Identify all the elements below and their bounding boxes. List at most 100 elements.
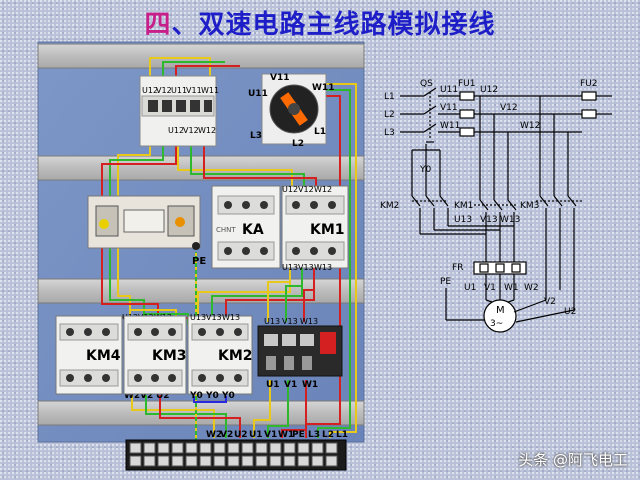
breaker-top-u11: U11: [171, 86, 187, 95]
km4-bottom-w2: W2: [124, 391, 140, 401]
terminal-l2: L2: [322, 430, 334, 440]
km2-top-u13: U13: [190, 313, 206, 322]
breaker-top-v11: V11: [186, 86, 202, 95]
terminal-cell: [129, 455, 142, 467]
km1-top-w12: W12: [314, 185, 332, 194]
sch-u13: U13: [454, 215, 472, 225]
terminal-w1: W1: [278, 430, 294, 440]
breaker-bottom-v12: V12: [183, 126, 199, 135]
terminal-cell: [171, 455, 184, 467]
terminal-cell: [213, 442, 226, 454]
terminal-cell: [325, 455, 338, 467]
terminal-cell: [311, 442, 324, 454]
terminal-block: W2 V2 U2 U1 V1 W1 PE L3 L2 L1: [125, 430, 348, 471]
terminal-pe: PE: [292, 430, 305, 440]
km4-label: KM4: [86, 348, 121, 364]
sch-fu2: FU2: [580, 79, 598, 89]
terminal-cell: [325, 442, 338, 454]
km3-label: KM3: [152, 348, 187, 364]
fr-top-u13: U13: [264, 317, 280, 326]
breaker-top-v12: V12: [156, 86, 172, 95]
terminal-cell: [311, 455, 324, 467]
terminal-v2: V2: [220, 430, 233, 440]
sch-y0: Y0: [419, 165, 431, 175]
terminal-cell: [143, 442, 156, 454]
fr-top-v13: V13: [282, 317, 298, 326]
breaker-bottom-w12: W12: [198, 126, 216, 135]
sch-motor-3: 3~: [490, 319, 503, 329]
km4-bottom-v2: V2: [140, 391, 153, 401]
km2-bottom-y0-2: Y0: [205, 391, 219, 401]
terminal-cell: [157, 455, 170, 467]
contactor-ka: CHNT KA: [211, 185, 281, 269]
terminal-cell: [269, 442, 282, 454]
terminal-u2: U2: [234, 430, 248, 440]
sch-u12: U12: [480, 85, 498, 95]
switch-w11: W11: [312, 83, 334, 93]
ka-label: KA: [242, 222, 264, 238]
sch-v12: V12: [500, 103, 518, 113]
terminal-cell: [199, 442, 212, 454]
km2-top-v13: V13: [206, 313, 222, 322]
km2-top-w13: W13: [222, 313, 240, 322]
schematic-labels: L1 L2 L3 QS FU1 FU2 U11 V11 W11 U12 V12 …: [380, 79, 598, 329]
switch-v11: V11: [270, 73, 290, 83]
terminal-cell: [297, 442, 310, 454]
pe-label: PE: [192, 256, 206, 267]
terminal-cell: [129, 442, 142, 454]
watermark: 头条 @阿飞电工: [518, 451, 628, 469]
din-rail-1: [37, 43, 365, 69]
km1-bottom-u13: U13: [282, 263, 298, 272]
title-text: 、双速电路主线路模拟接线: [171, 10, 496, 40]
terminal-w2: W2: [206, 430, 222, 440]
switch-l2: L2: [292, 139, 304, 149]
breaker-top-u12: U12: [142, 86, 158, 95]
km2-bottom-y0-3: Y0: [221, 391, 235, 401]
terminal-cell: [283, 455, 296, 467]
km4-bottom-u2: U2: [156, 391, 170, 401]
sch-l3: L3: [384, 128, 395, 138]
km1-top-u12: U12: [282, 185, 298, 194]
sch-u1: U1: [464, 283, 476, 293]
terminal-l3: L3: [308, 430, 320, 440]
page-title: 四、双速电路主线路模拟接线: [0, 4, 640, 41]
terminal-cell: [269, 455, 282, 467]
contactor-km3: KM3: [123, 315, 187, 395]
terminal-l1: L1: [336, 430, 348, 440]
sch-v13: V13: [480, 215, 498, 225]
thermal-relay-fr: U13 V13 W13 U1 V1 W1: [257, 317, 343, 390]
km1-label: KM1: [310, 222, 345, 238]
title-number: 四: [144, 10, 172, 40]
terminal-cell: [227, 455, 240, 467]
rotary-switch: V11 U11 W11 L3 L2 L1: [248, 73, 334, 149]
terminal-cell: [297, 455, 310, 467]
circuit-breaker: U12 V12 U11 V11 W11 U12 V12 W12: [139, 75, 219, 147]
terminal-cell: [255, 442, 268, 454]
switch-u11: U11: [248, 89, 268, 99]
sch-w11: W11: [440, 121, 460, 131]
sch-v2: V2: [544, 297, 556, 307]
sch-km2: KM2: [380, 201, 399, 211]
sch-fr: FR: [452, 263, 463, 273]
terminal-cell: [171, 442, 184, 454]
relay-assembly: PE: [87, 195, 206, 267]
km1-top-v12: V12: [298, 185, 314, 194]
terminal-cell: [283, 442, 296, 454]
fr-bottom-v1: V1: [284, 380, 297, 390]
sch-fu1: FU1: [458, 79, 476, 89]
fr-bottom-w1: W1: [302, 380, 318, 390]
fr-bottom-u1: U1: [266, 380, 280, 390]
terminal-cell: [157, 442, 170, 454]
terminal-u1: U1: [249, 430, 263, 440]
terminal-cell: [241, 442, 254, 454]
terminal-cell: [185, 442, 198, 454]
terminal-cell: [185, 455, 198, 467]
breaker-bottom-u12: U12: [168, 126, 184, 135]
terminal-cell: [255, 455, 268, 467]
sch-w13: W13: [500, 215, 520, 225]
sch-l2: L2: [384, 110, 395, 120]
km1-bottom-v13: V13: [298, 263, 314, 272]
terminal-cell: [227, 442, 240, 454]
switch-l1: L1: [314, 127, 326, 137]
km1-bottom-w13: W13: [314, 263, 332, 272]
